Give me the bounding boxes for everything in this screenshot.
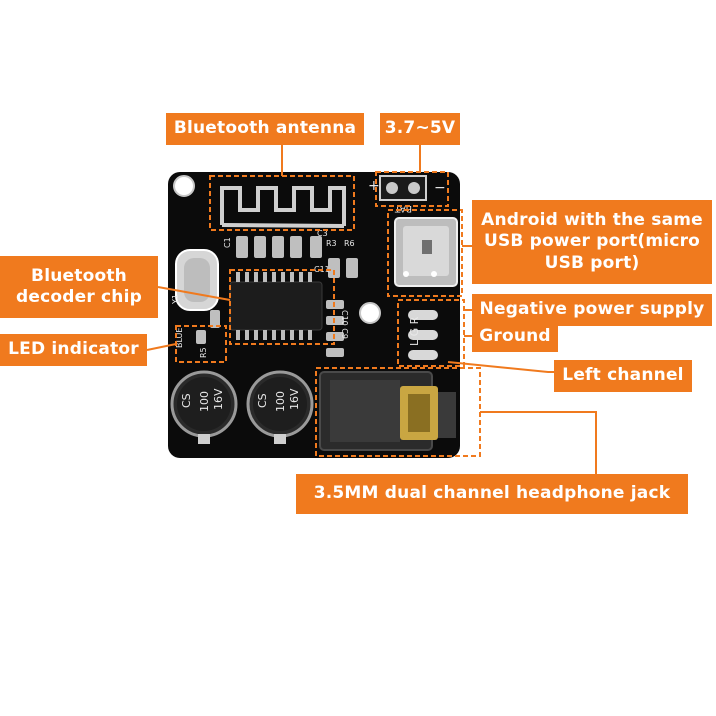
label-decoder-chip: Bluetooth decoder chip xyxy=(0,256,158,318)
label-decoder-chip-line2: decoder chip xyxy=(15,287,143,307)
silk-c3: C3 xyxy=(317,229,328,238)
silk-cap-side: C10 C9 xyxy=(340,310,349,339)
smd-capacitors-top xyxy=(236,236,358,278)
silk-bat: BAT xyxy=(394,203,412,213)
cap2-voltage: 16V xyxy=(288,388,301,410)
silk-r6: R6 xyxy=(344,239,355,248)
battery-pads xyxy=(379,175,427,201)
label-bluetooth-antenna-text: Bluetooth antenna xyxy=(173,118,357,139)
label-voltage: 3.7~5V xyxy=(380,113,460,145)
cap2-brand: CS xyxy=(256,393,269,408)
silk-r5: R5 xyxy=(199,347,208,358)
callout-frames xyxy=(175,171,481,457)
label-headphone-jack-text: 3.5MM dual channel headphone jack xyxy=(313,483,671,504)
mounting-hole-top-left xyxy=(173,175,195,197)
label-headphone-jack: 3.5MM dual channel headphone jack xyxy=(296,474,688,514)
electrolytic-capacitor-2 xyxy=(246,370,314,444)
electrolytic-capacitor-1 xyxy=(170,370,238,444)
silk-pins: L G R xyxy=(408,316,421,346)
cap1-voltage: 16V xyxy=(212,388,225,410)
label-led-indicator-text: LED indicator xyxy=(8,339,139,360)
silk-blue: BLUE xyxy=(175,328,184,348)
label-ground: Ground xyxy=(472,322,558,352)
label-ground-text: Ground xyxy=(479,326,551,347)
leader-lines xyxy=(146,145,597,474)
label-left-channel: Left channel xyxy=(554,360,692,392)
micro-usb-port xyxy=(394,217,458,287)
lgr-pads xyxy=(408,310,438,360)
antenna-trace xyxy=(220,186,346,228)
label-negative-power: Negative power supply xyxy=(472,294,712,326)
crystal-oscillator xyxy=(175,249,219,311)
label-led-indicator: LED indicator xyxy=(0,334,147,366)
label-usb-port-line1: Android with the same xyxy=(481,210,703,231)
label-voltage-text: 3.7~5V xyxy=(384,118,456,139)
label-usb-port-line3: USB port) xyxy=(544,252,640,273)
label-decoder-chip-line1: Bluetooth xyxy=(31,265,127,286)
silk-r3: R3 xyxy=(326,239,337,248)
cap1-value: 100 xyxy=(198,391,211,412)
label-left-channel-text: Left channel xyxy=(562,365,684,386)
cap2-value: 100 xyxy=(274,391,287,412)
silk-y1: Y1 xyxy=(171,294,180,305)
label-negative-power-text: Negative power supply xyxy=(479,299,705,320)
mounting-hole-center xyxy=(359,302,381,324)
silk-plus: + xyxy=(368,178,380,194)
decoder-chip xyxy=(229,272,323,340)
label-usb-port-line2: USB power port(micro xyxy=(483,231,701,252)
cap1-brand: CS xyxy=(180,393,193,408)
label-bluetooth-antenna: Bluetooth antenna xyxy=(166,113,364,145)
silk-c1: C1 xyxy=(223,237,232,248)
headphone-jack xyxy=(319,371,456,451)
label-usb-port: Android with the same USB power port(mic… xyxy=(472,200,712,284)
silk-minus: − xyxy=(434,180,446,196)
